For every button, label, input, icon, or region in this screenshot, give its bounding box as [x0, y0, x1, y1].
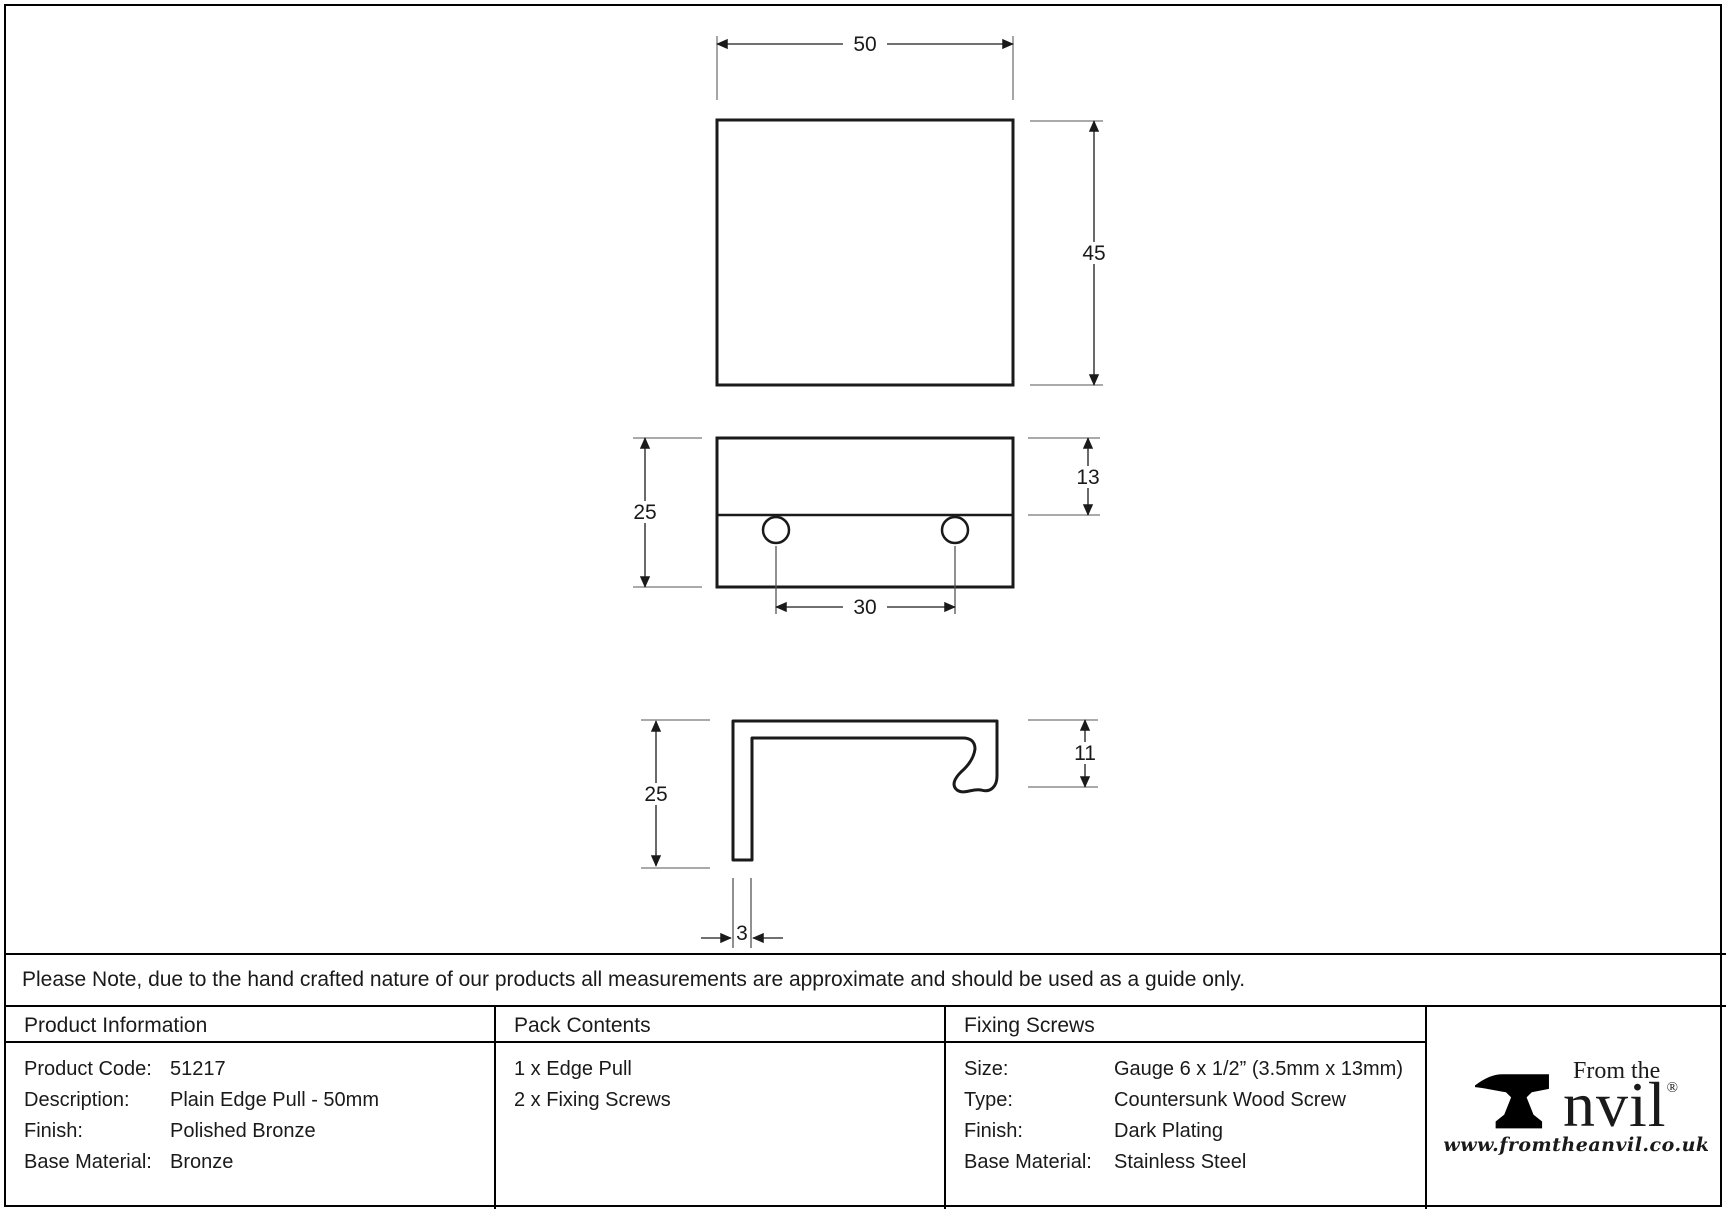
table-divider-1 — [494, 1007, 496, 1209]
registered-mark: ® — [1666, 1080, 1678, 1097]
note-bar: Please Note, due to the hand crafted nat… — [4, 953, 1726, 1007]
technical-drawing: 50 45 25 13 30 — [623, 33, 1116, 948]
dim-side-height-label: 25 — [633, 501, 656, 524]
dim-profile-height-label: 25 — [644, 783, 667, 806]
dimension-front-height: 45 — [1030, 120, 1116, 386]
brand-suffix: nvil — [1563, 1069, 1667, 1141]
dimension-side-height: 25 — [623, 437, 702, 588]
product-information-header: Product Information — [24, 1014, 208, 1037]
dim-profile-lip-label: 11 — [1074, 742, 1096, 765]
base-material-label: Base Material: — [24, 1151, 152, 1173]
screw-finish-label: Finish: — [964, 1120, 1023, 1142]
note-text: Please Note, due to the hand crafted nat… — [22, 968, 1246, 991]
logo-brand: nvil® — [1563, 1073, 1678, 1137]
pack-contents-header: Pack Contents — [514, 1014, 651, 1037]
product-code-value: 51217 — [170, 1058, 226, 1080]
screw-size-label: Size: — [964, 1058, 1009, 1080]
description-label: Description: — [24, 1089, 130, 1111]
finish-label: Finish: — [24, 1120, 83, 1142]
table-divider-2 — [944, 1007, 946, 1209]
screw-base-material-value: Stainless Steel — [1114, 1151, 1247, 1173]
product-code-label: Product Code: — [24, 1058, 152, 1080]
dimension-profile-thickness: 3 — [701, 878, 783, 948]
screw-finish-value: Dark Plating — [1114, 1120, 1223, 1142]
anvil-icon — [1475, 1068, 1561, 1132]
fixing-screws-header: Fixing Screws — [964, 1014, 1095, 1037]
logo-website: www.fromtheanvil.co.uk — [1443, 1133, 1710, 1156]
screw-hole-right — [940, 515, 970, 545]
side-view — [715, 436, 1015, 589]
dimension-hole-spacing: 30 — [775, 546, 956, 619]
screw-hole-left — [761, 515, 791, 545]
dimension-front-width: 50 — [716, 33, 1014, 100]
screw-base-material-label: Base Material: — [964, 1151, 1092, 1173]
dimension-side-top: 13 — [1028, 437, 1110, 516]
dim-front-height-label: 45 — [1082, 242, 1105, 265]
profile-view — [731, 719, 999, 862]
front-view — [715, 118, 1015, 387]
screw-type-label: Type: — [964, 1089, 1013, 1111]
brand-logo: From the nvil® www.fromtheanvil.co.uk — [1427, 1007, 1726, 1207]
pack-item-1: 1 x Edge Pull — [514, 1058, 632, 1080]
screw-size-value: Gauge 6 x 1/2” (3.5mm x 13mm) — [1114, 1058, 1403, 1080]
pack-item-2: 2 x Fixing Screws — [514, 1089, 671, 1111]
logo-tagline: From the — [1573, 1058, 1661, 1085]
dim-front-width-label: 50 — [853, 33, 876, 56]
screw-type-value: Countersunk Wood Screw — [1114, 1089, 1346, 1111]
dim-hole-spacing-label: 30 — [853, 596, 876, 619]
base-material-value: Bronze — [170, 1151, 234, 1173]
dim-profile-thickness-label: 3 — [736, 922, 748, 945]
table-divider-3 — [1425, 1007, 1427, 1209]
description-value: Plain Edge Pull - 50mm — [170, 1089, 379, 1111]
finish-value: Polished Bronze — [170, 1120, 316, 1142]
table-header-underline — [4, 1041, 1425, 1043]
dimension-profile-height: 25 — [634, 719, 710, 869]
dim-side-top-label: 13 — [1076, 466, 1099, 489]
dimension-profile-lip: 11 — [1028, 719, 1107, 788]
